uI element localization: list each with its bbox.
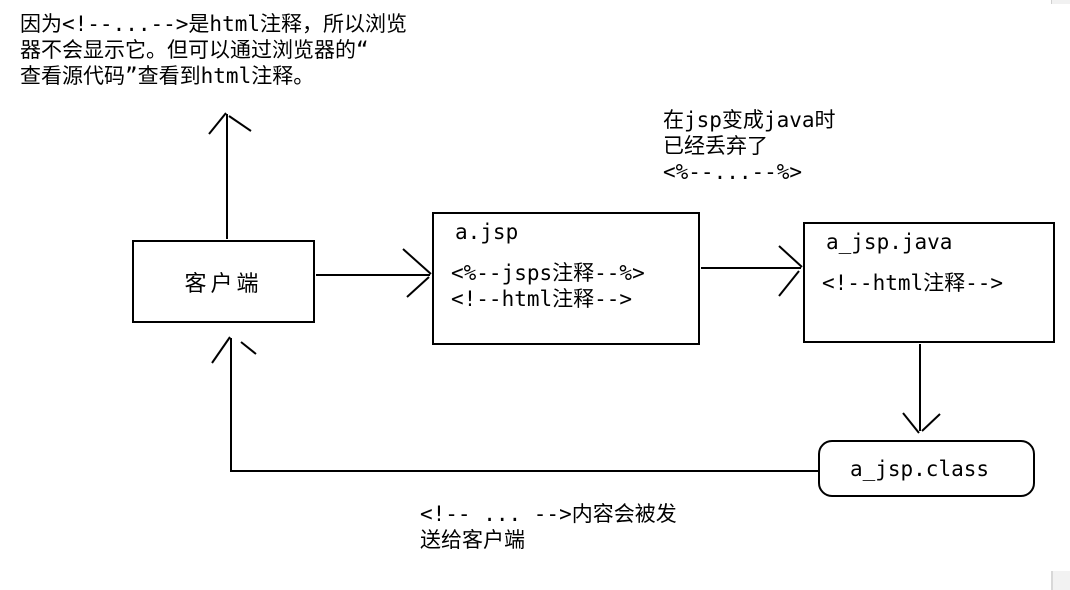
html-comment-line: <!--html注释--> bbox=[451, 287, 633, 311]
jsp-comment-discarded-note: 在jsp变成java时 已经丢弃了 <%--...--%> bbox=[663, 108, 836, 184]
jsp-file-contents: <%--jsps注释--%> <!--html注释--> bbox=[451, 260, 645, 312]
class-file-label: a_jsp.class bbox=[849, 456, 990, 481]
html-comment-browser-note: 因为<!--...-->是html注释，所以浏览 器不会显示它。但可以通过浏览器… bbox=[20, 12, 408, 88]
scrollbar-top-artifact bbox=[1051, 0, 1070, 4]
jsp-file-box: a.jsp <%--jsps注释--%> <!--html注释--> bbox=[432, 212, 700, 345]
arrowhead-right-icon bbox=[402, 248, 432, 298]
class-to-client-arrow bbox=[211, 336, 818, 472]
arrowhead-up-icon bbox=[208, 112, 252, 135]
class-file-box: a_jsp.class bbox=[818, 440, 1035, 497]
java-file-contents: <!--html注释--> bbox=[822, 270, 1003, 296]
html-comment-line: <!--html注释--> bbox=[822, 271, 1004, 295]
arrowhead-right-icon bbox=[778, 245, 803, 297]
arrowhead-down-icon bbox=[902, 412, 941, 434]
java-file-box: a_jsp.java <!--html注释--> bbox=[803, 222, 1055, 343]
client-box-label: 客户端 bbox=[184, 271, 263, 297]
jsp-comment-line: <%--jsps注释--%> bbox=[451, 261, 645, 285]
java-file-title: a_jsp.java bbox=[826, 230, 953, 254]
java-to-class-arrow bbox=[902, 344, 941, 434]
jsp-file-title: a.jsp bbox=[455, 220, 519, 244]
jsp-to-java-arrow bbox=[701, 245, 803, 297]
client-box: 客户端 bbox=[132, 240, 315, 323]
html-comment-sent-note: <!-- ... -->内容会被发 送给客户端 bbox=[420, 502, 677, 552]
scrollbar-corner-artifact bbox=[1051, 571, 1070, 590]
arrowhead-up-icon bbox=[211, 336, 257, 364]
client-to-note-arrow bbox=[208, 112, 252, 239]
client-to-jsp-arrow bbox=[316, 248, 432, 298]
